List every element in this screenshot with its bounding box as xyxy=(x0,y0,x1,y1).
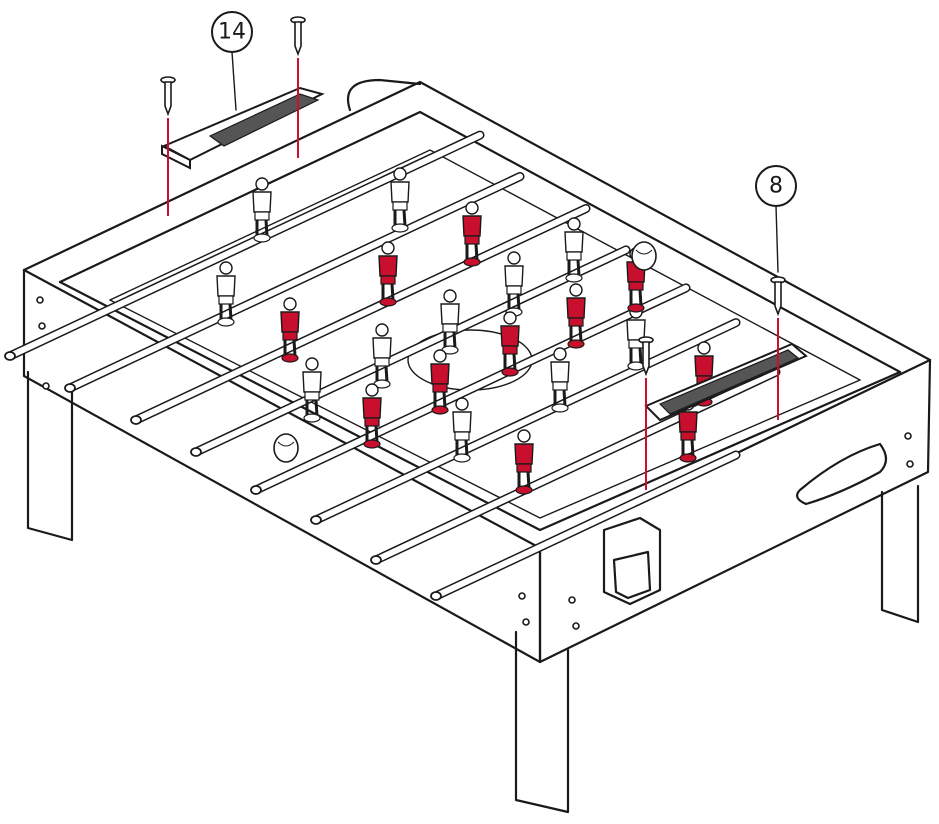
player-white xyxy=(390,167,410,233)
hole xyxy=(518,592,526,600)
rod-end xyxy=(4,351,16,361)
rod-fill xyxy=(193,246,629,455)
player-white xyxy=(216,261,236,327)
cup-holder xyxy=(602,516,662,606)
player-red xyxy=(500,311,520,377)
ball xyxy=(273,433,299,463)
player-white xyxy=(550,347,570,413)
player-white xyxy=(564,217,584,283)
cup-holder-frame xyxy=(602,516,662,606)
rod-hook xyxy=(347,78,422,112)
cabinet-inner-front xyxy=(58,280,902,532)
hole xyxy=(568,596,576,604)
playfield-front-edge xyxy=(109,299,861,519)
ball-return-slot xyxy=(796,442,888,506)
rod-end xyxy=(370,555,382,565)
screw-top-center xyxy=(290,16,306,57)
cabinet-inner-rim xyxy=(58,110,902,374)
callout-leader xyxy=(775,205,779,273)
rod-fill xyxy=(253,284,689,493)
hole xyxy=(36,296,44,304)
player-red xyxy=(378,241,398,307)
rod-end xyxy=(130,415,142,425)
players xyxy=(216,167,714,495)
player-red xyxy=(462,201,482,267)
hole xyxy=(906,460,914,468)
player-red xyxy=(430,349,450,415)
player-white xyxy=(252,177,272,243)
score-counter-beads xyxy=(208,93,320,147)
rod-fill xyxy=(433,452,739,599)
player-red xyxy=(514,429,534,495)
hole xyxy=(522,618,530,626)
screws xyxy=(160,16,786,377)
rod-end xyxy=(430,591,442,601)
rod-fill xyxy=(133,205,589,423)
player-white xyxy=(302,357,322,423)
rod-fill xyxy=(7,132,483,359)
leg-right xyxy=(880,484,920,624)
callout-leader xyxy=(231,51,237,111)
rod-end xyxy=(64,383,76,393)
player-white xyxy=(440,289,460,355)
hole xyxy=(572,622,580,630)
player-red xyxy=(280,297,300,363)
hole xyxy=(42,382,50,390)
rod-fill xyxy=(313,319,739,523)
ball xyxy=(631,241,657,271)
leg-back-left xyxy=(26,370,74,542)
player-red xyxy=(566,283,586,349)
callout-label: 8 xyxy=(769,174,783,199)
rod-end xyxy=(250,485,262,495)
score-counter-right xyxy=(644,342,808,422)
player-white xyxy=(372,323,392,389)
hole xyxy=(904,432,912,440)
cabinet-right-face xyxy=(538,358,932,664)
guide-lines xyxy=(167,58,779,490)
player-white xyxy=(452,397,472,463)
score-counter-left xyxy=(161,86,325,170)
player-red xyxy=(362,383,382,449)
callout-label: 14 xyxy=(218,20,246,45)
cup-holder-ring xyxy=(612,550,652,600)
rod-fill xyxy=(67,173,523,391)
rod-end xyxy=(190,447,202,457)
playfield-edge xyxy=(109,149,861,381)
cabinet-top-back-edge xyxy=(22,80,932,362)
screw-right-low xyxy=(638,336,654,377)
leg-front xyxy=(514,630,570,814)
score-counter-beads xyxy=(658,349,800,415)
rod-end xyxy=(310,515,322,525)
callout-14: 14 xyxy=(211,11,253,111)
screw-right-top xyxy=(770,276,786,317)
screw-top-left xyxy=(160,76,176,117)
callout-8: 8 xyxy=(755,165,797,273)
hole xyxy=(38,322,46,330)
cabinet-holes xyxy=(36,296,914,630)
table-legs xyxy=(26,370,920,814)
